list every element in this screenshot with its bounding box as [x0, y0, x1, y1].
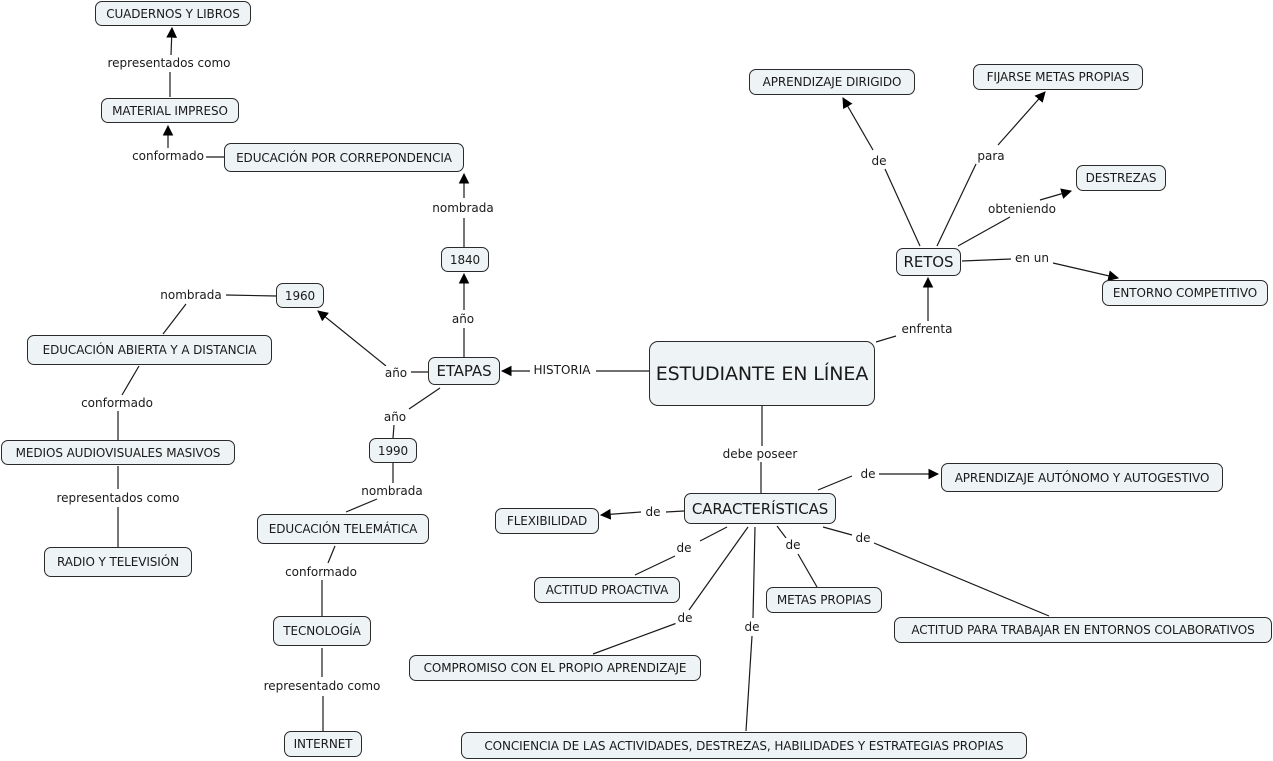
link-label-ano-1840: año — [449, 312, 477, 326]
connector-de-conciencia-b — [745, 635, 753, 732]
connector-de-colab-b — [873, 542, 1050, 617]
connector-de-autonomo-a — [817, 475, 853, 491]
connector-nombrada-1960-b — [162, 303, 187, 335]
link-label-nombrada-1960: nombrada — [158, 288, 224, 302]
link-label-nombrada-1990: nombrada — [359, 484, 425, 498]
link-label-de-colaborativos: de — [853, 531, 873, 545]
connector-de-flex-b — [599, 508, 642, 520]
connector-de-colab-a — [822, 526, 853, 536]
link-label-de-autonomo: de — [858, 467, 878, 481]
link-label-de-proactiva: de — [674, 541, 694, 555]
connector-de-compromiso-b — [592, 622, 678, 655]
node-aprendizaje-dirigido[interactable]: APRENDIZAJE DIRIGIDO — [749, 69, 915, 95]
node-educacion-abierta[interactable]: EDUCACIÓN ABIERTA Y A DISTANCIA — [27, 335, 272, 365]
link-label-para-fijarse: para — [975, 149, 1007, 163]
connector-de-conciencia-a — [752, 526, 756, 619]
link-label-de-flexibilidad: de — [643, 505, 663, 519]
link-label-conformado-correspondencia: conformado — [130, 149, 206, 163]
connector-enfrenta-a — [875, 335, 897, 343]
connector-en-un-b — [1052, 262, 1120, 282]
node-flexibilidad[interactable]: FLEXIBILIDAD — [495, 508, 599, 534]
node-aprendizaje-autonomo[interactable]: APRENDIZAJE AUTÓNOMO Y AUTOGESTIVO — [941, 463, 1223, 492]
link-label-representado-tecnologia: representado como — [261, 679, 383, 693]
node-actitud-proactiva[interactable]: ACTITUD PROACTIVA — [534, 577, 680, 603]
link-label-de-conciencia: de — [742, 620, 762, 634]
link-label-conformado-telematica: conformado — [283, 565, 359, 579]
connector-obteniendo-a — [957, 216, 1011, 247]
node-material-impreso[interactable]: MATERIAL IMPRESO — [101, 98, 239, 123]
connector-de-dirigido-a — [884, 168, 921, 247]
connector-para-fijarse-a — [936, 163, 977, 247]
link-label-representados-medios: representados como — [54, 491, 182, 505]
connector-de-compromiso-a — [688, 526, 749, 611]
link-label-debe-poseer: debe poseer — [720, 447, 800, 461]
connector-para-fijarse-b — [997, 91, 1046, 146]
node-tecnologia[interactable]: TECNOLOGÍA — [273, 616, 371, 646]
node-metas-propias[interactable]: METAS PROPIAS — [766, 587, 882, 613]
connector-conformado-tele-a — [327, 545, 336, 564]
node-internet[interactable]: INTERNET — [284, 731, 362, 757]
connector-conformado-abierta-a — [121, 365, 140, 396]
node-fijarse-metas[interactable]: FIJARSE METAS PROPIAS — [973, 64, 1143, 90]
connector-nombrada-1960-a — [225, 294, 277, 297]
connector-ano-1990-a — [408, 387, 441, 410]
node-1990[interactable]: 1990 — [369, 438, 417, 463]
node-medios-audiovisuales[interactable]: MEDIOS AUDIOVISUALES MASIVOS — [1, 440, 235, 465]
node-1960[interactable]: 1960 — [276, 283, 324, 308]
node-educacion-telematica[interactable]: EDUCACIÓN TELEMÁTICA — [257, 514, 429, 544]
connector-nombrada-1990-b — [345, 498, 378, 513]
node-educacion-correspondencia[interactable]: EDUCACIÓN POR CORREPONDENCIA — [224, 143, 464, 172]
connector-de-dirigido-b — [842, 97, 874, 151]
link-label-ano-1960: año — [382, 366, 410, 380]
link-label-de-dirigido: de — [869, 154, 889, 168]
link-label-en-un: en un — [1012, 251, 1052, 265]
connector-ano-1960-b — [317, 310, 387, 367]
node-compromiso[interactable]: COMPROMISO CON EL PROPIO APRENDIZAJE — [409, 655, 701, 681]
node-destrezas[interactable]: DESTREZAS — [1076, 165, 1166, 191]
node-entorno-competitivo[interactable]: ENTORNO COMPETITIVO — [1102, 280, 1268, 306]
node-radio-television[interactable]: RADIO Y TELEVISIÓN — [44, 547, 192, 577]
link-label-conformado-abierta: conformado — [79, 396, 155, 410]
connector-ano-1990-b — [392, 424, 395, 439]
connector-de-proactiva-b — [634, 555, 676, 576]
link-label-enfrenta: enfrenta — [899, 322, 955, 336]
link-label-historia: HISTORIA — [531, 363, 593, 377]
connector-de-proactiva-a — [699, 526, 728, 542]
link-label-nombrada-1840: nombrada — [430, 201, 496, 215]
node-estudiante-en-linea[interactable]: ESTUDIANTE EN LÍNEA — [649, 341, 875, 406]
node-caracteristicas[interactable]: CARACTERÍSTICAS — [684, 493, 836, 524]
connector-de-flex-a — [665, 510, 685, 513]
link-label-de-compromiso: de — [675, 611, 695, 625]
link-label-ano-1990: año — [381, 410, 409, 424]
link-label-de-metas: de — [783, 538, 803, 552]
connector-en-un-a — [961, 258, 1012, 262]
connector-representados-material-b — [166, 26, 178, 56]
node-actitud-colaborativos[interactable]: ACTITUD PARA TRABAJAR EN ENTORNOS COLABO… — [894, 617, 1272, 643]
connector-de-metas-a — [776, 525, 787, 539]
node-retos[interactable]: RETOS — [896, 248, 961, 276]
node-cuadernos-libros[interactable]: CUADERNOS Y LIBROS — [95, 1, 251, 26]
node-conciencia[interactable]: CONCIENCIA DE LAS ACTIVIDADES, DESTREZAS… — [461, 732, 1027, 759]
connector-de-metas-b — [797, 553, 818, 588]
link-label-obteniendo: obteniendo — [986, 202, 1058, 216]
node-etapas[interactable]: ETAPAS — [428, 357, 500, 385]
link-label-representados-material: representados como — [105, 56, 233, 70]
connector-obteniendo-b — [1039, 188, 1073, 201]
node-1840[interactable]: 1840 — [441, 247, 489, 272]
